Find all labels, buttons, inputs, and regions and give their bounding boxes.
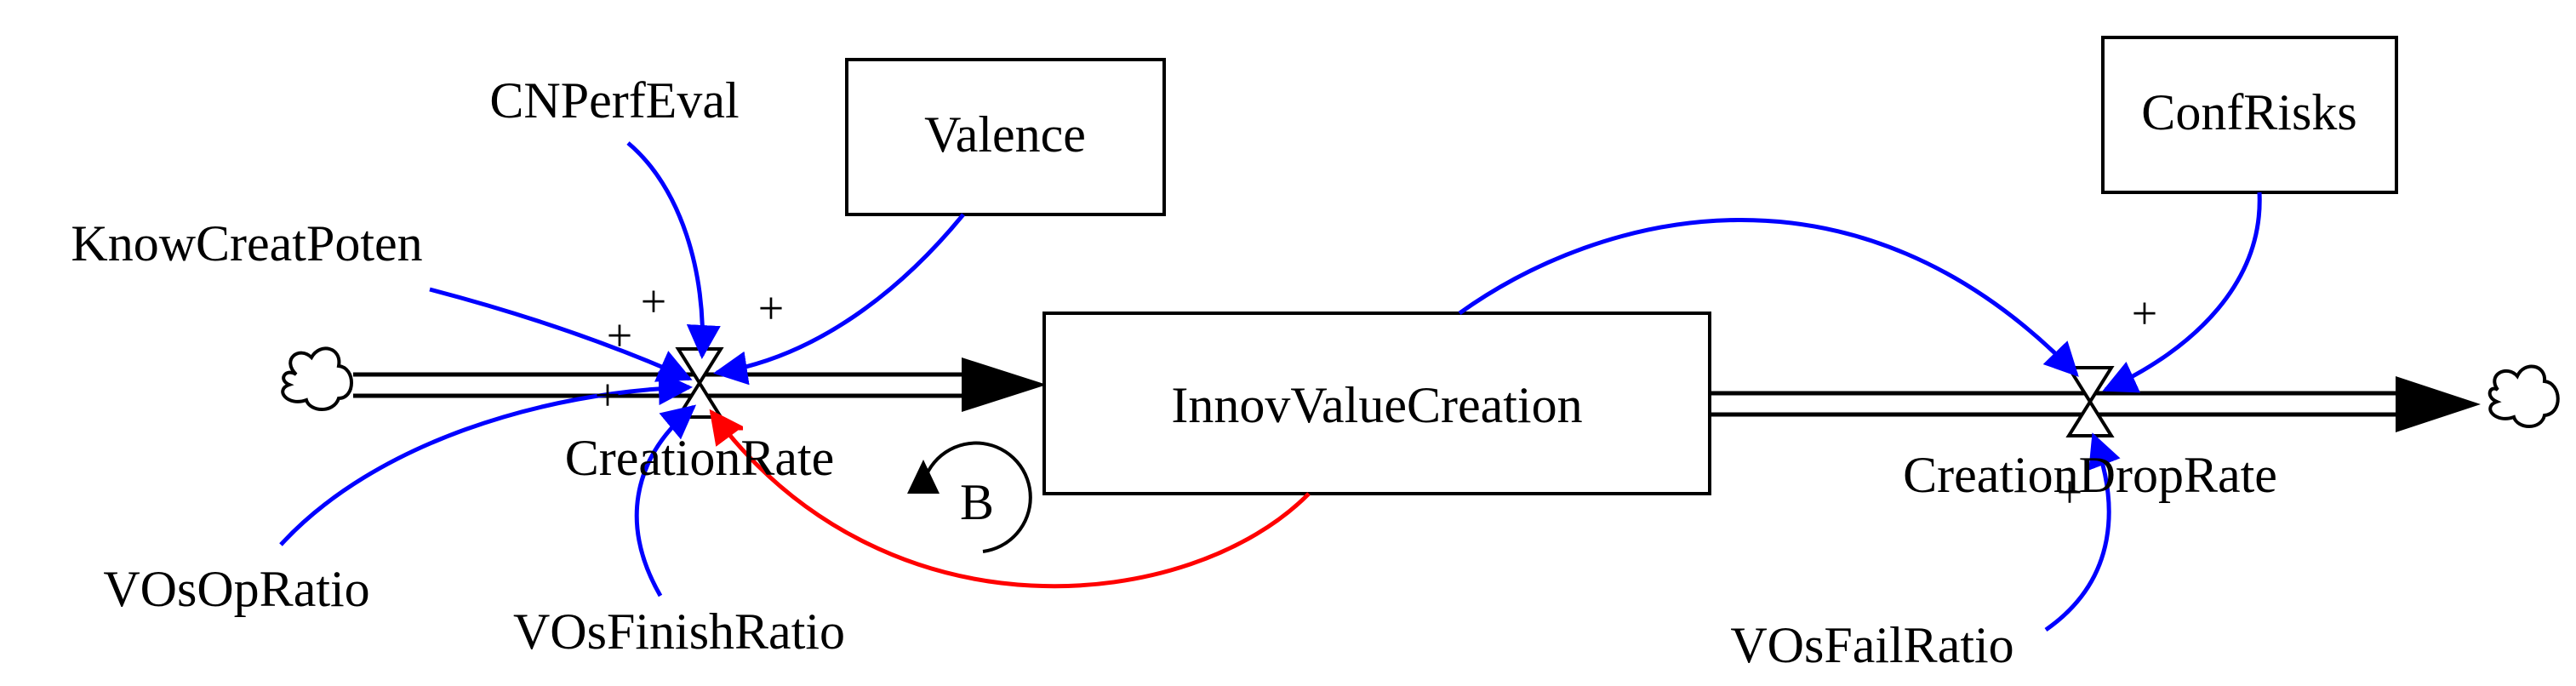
balancing-loop-marker: B: [907, 441, 1032, 553]
vosopratio-label[interactable]: VOsOpRatio: [103, 561, 369, 617]
source-cloud-icon: [281, 346, 353, 411]
valence-label: Valence: [924, 106, 1086, 163]
vosfailratio-label[interactable]: VOsFailRatio: [1730, 617, 2013, 673]
conf-risks-box[interactable]: [2101, 36, 2398, 194]
innov-value-creation-label: InnovValueCreation: [1171, 377, 1582, 433]
valence-box[interactable]: [845, 58, 1166, 216]
conf-risks-label: ConfRisks: [2141, 84, 2356, 140]
loop-arrow-icon: [907, 460, 940, 494]
outflow-pipe: [1711, 376, 2481, 432]
outflow-arrowhead: [2396, 376, 2481, 432]
polarity-cnperfeval: +: [641, 276, 666, 327]
innov-value-creation-stock[interactable]: [1042, 312, 1711, 495]
polarity-valence: +: [758, 283, 784, 334]
polarity-knowcreatpoten: +: [607, 310, 632, 361]
polarity-vosopratio: +: [595, 369, 620, 420]
link-knowcreatpoten-to-creationrate: [429, 287, 693, 382]
creation-rate-label: CreationRate: [565, 430, 835, 486]
link-innov-to-creationrate-negative: [709, 409, 1311, 589]
creation-drop-rate-valve-icon[interactable]: [2065, 366, 2115, 437]
loop-label: B: [960, 474, 994, 530]
link-cnperfeval-to-creationrate: [626, 141, 721, 359]
polarity-innov-negative: -: [729, 398, 745, 449]
link-innov-to-creationdroprate: [1458, 218, 2079, 377]
creation-rate-valve-icon[interactable]: [675, 347, 724, 419]
knowcreatpoten-label[interactable]: KnowCreatPoten: [71, 215, 422, 272]
link-vosfinishratio-to-creationrate: [634, 404, 697, 597]
cnperfeval-label[interactable]: CNPerfEval: [489, 72, 739, 129]
link-vosopratio-to-creationrate: [279, 371, 693, 546]
vosfinishratio-label[interactable]: VOsFinishRatio: [513, 603, 845, 660]
inflow-arrowhead: [962, 357, 1047, 412]
creation-drop-rate-label: CreationDropRate: [1903, 447, 2277, 503]
polarity-vosfailratio: +: [2057, 466, 2082, 517]
link-confrisks-to-creationdroprate: [2102, 192, 2262, 393]
link-vosfailratio-to-creationdroprate: [2044, 432, 2121, 632]
sink-cloud-icon: [2487, 364, 2560, 428]
polarity-confrisks: +: [2132, 288, 2157, 339]
link-valence-to-creationrate: [713, 213, 965, 386]
